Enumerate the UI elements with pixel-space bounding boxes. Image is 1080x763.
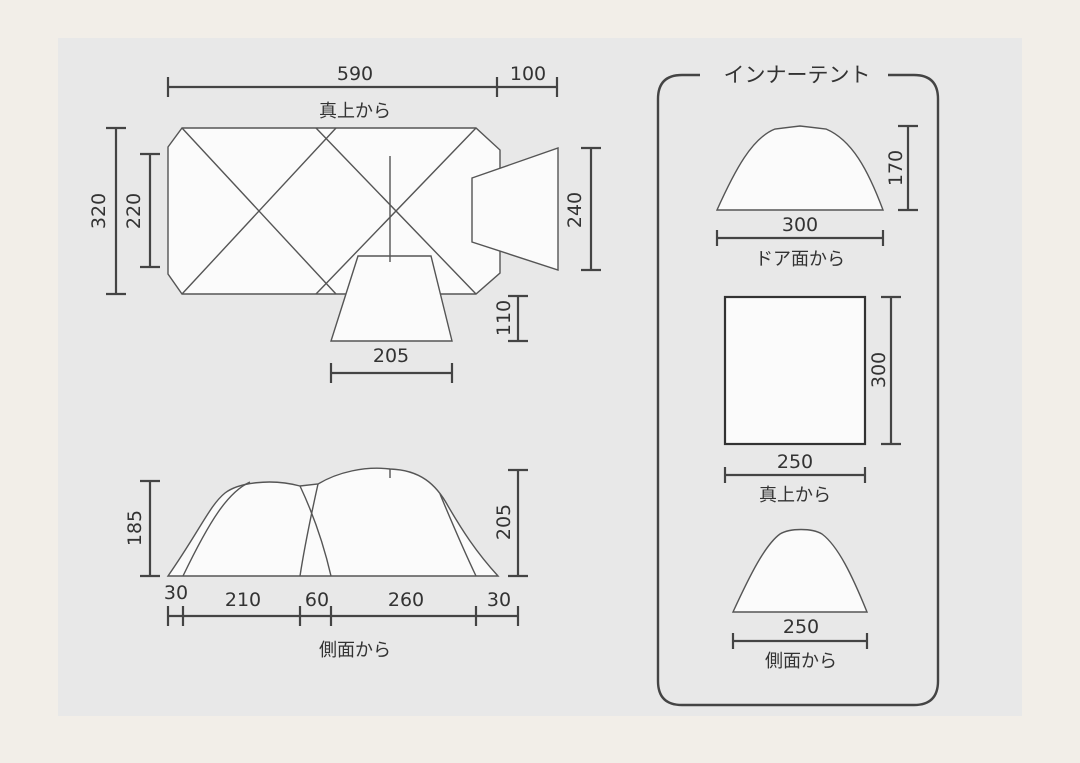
- dim-seg4-label: 260: [388, 589, 424, 611]
- inner-side-caption: 側面から: [765, 651, 837, 672]
- dim-inner-side-width-label: 250: [783, 616, 819, 638]
- dim-inner-door-height: 170: [885, 124, 918, 212]
- side-room-outline: [471, 147, 559, 271]
- dim-seg3-label: 60: [305, 589, 329, 611]
- top-view-caption: 真上から: [319, 101, 391, 122]
- dim-inner-door-width: 300: [715, 214, 885, 246]
- dim-seg2-label: 210: [225, 589, 261, 611]
- dim-inner-top-depth: 300: [868, 295, 901, 446]
- dim-inner-door-height-label: 170: [885, 150, 907, 186]
- side-view-poles: [182, 469, 477, 577]
- inner-top-outline: [723, 295, 867, 446]
- inner-top-caption: 真上から: [759, 485, 831, 506]
- inner-side-view: 250 側面から: [731, 528, 869, 672]
- dim-chain: 30 210 60 260 30: [164, 582, 520, 626]
- dim-height-left: 185: [124, 479, 160, 578]
- dim-vestibule-depth: 110: [493, 294, 528, 343]
- dim-inner-side-width: 250: [731, 616, 869, 649]
- inner-tent-frame: [656, 73, 940, 707]
- dim-depth-inner-label: 220: [123, 193, 145, 229]
- dim-side-room-label: 240: [564, 192, 586, 228]
- dim-inner-door-width-label: 300: [782, 214, 818, 236]
- dim-seg1-label: 30: [164, 582, 188, 604]
- dim-extension: 100: [497, 63, 559, 97]
- dim-side-room: 240: [564, 146, 601, 272]
- dim-vestibule-depth-label: 110: [493, 300, 515, 336]
- top-view-outline: [167, 127, 501, 295]
- dim-length-label: 590: [337, 63, 373, 85]
- dim-inner-top-width: 250: [723, 451, 867, 483]
- dim-depth-outer: 320: [88, 126, 126, 296]
- dim-seg5-label: 30: [487, 589, 511, 611]
- dim-height-left-label: 185: [124, 510, 146, 546]
- top-view-poles: [181, 127, 477, 295]
- dim-depth-inner: 220: [123, 152, 160, 269]
- inner-side-outline: [731, 528, 869, 613]
- vestibule-outline: [330, 255, 453, 342]
- dim-vestibule-width-label: 205: [373, 345, 409, 367]
- side-view: 185 205 30 210 60 260 30 側面から: [124, 467, 528, 661]
- side-view-outline: [166, 467, 500, 577]
- dim-depth-outer-label: 320: [88, 193, 110, 229]
- dim-height-right: 205: [493, 468, 528, 578]
- dim-vestibule-width: 205: [329, 345, 454, 383]
- dim-height-right-label: 205: [493, 504, 515, 540]
- dim-inner-top-depth-label: 300: [868, 352, 890, 388]
- side-view-caption: 側面から: [319, 640, 391, 661]
- inner-tent-panel: インナーテント 170 300 ドア面から: [656, 63, 940, 707]
- inner-top-view: 300 250 真上から: [723, 295, 901, 506]
- dim-extension-label: 100: [510, 63, 546, 85]
- inner-door-view: 170 300 ドア面から: [715, 124, 918, 270]
- top-view: 590 100 真上から 320: [88, 63, 601, 383]
- inner-tent-title: インナーテント: [724, 63, 871, 87]
- inner-door-caption: ドア面から: [755, 249, 845, 270]
- inner-door-outline: [715, 125, 885, 211]
- dim-inner-top-width-label: 250: [777, 451, 813, 473]
